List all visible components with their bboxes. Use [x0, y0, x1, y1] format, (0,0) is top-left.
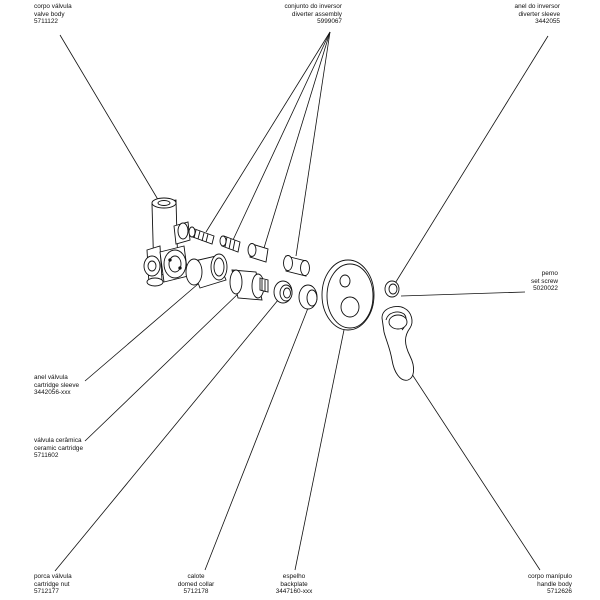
- valve-body-part: [143, 197, 191, 287]
- leader-diverter-3: [263, 31, 331, 249]
- label-diverter-assembly-code: 5999067: [317, 18, 342, 26]
- leader-backplate: [294, 324, 346, 571]
- label-cartridge-sleeve-pt: anel válvula: [34, 374, 68, 381]
- label-diverter-sleeve-en: diverter sleeve: [518, 10, 560, 18]
- label-handle-body-pt: corpo manípulo: [527, 573, 572, 580]
- label-valve-body-pt: corpo válvula: [34, 3, 72, 10]
- label-domed-collar-pt: calote: [187, 573, 205, 580]
- label-ceramic-cartridge-code: 5711602: [34, 452, 59, 460]
- label-cartridge-sleeve-code: 3442056-xxx: [34, 389, 71, 397]
- leader-diverter-2: [232, 31, 331, 241]
- label-backplate: espelho backplate 3447160-xxx: [262, 573, 326, 596]
- label-handle-body-code: 5712626: [547, 588, 572, 596]
- label-diverter-assembly-pt: conjunto do inversor: [284, 3, 342, 10]
- label-ceramic-cartridge: válvula cerâmica ceramic cartridge 57116…: [34, 437, 83, 460]
- label-diverter-sleeve-code: 3442055: [535, 18, 560, 26]
- label-backplate-code: 3447160-xxx: [275, 588, 313, 596]
- leader-diverter-4: [295, 31, 331, 257]
- label-backplate-pt: espelho: [282, 573, 306, 580]
- label-handle-body-en: handle body: [537, 580, 572, 588]
- handle-body-part: [381, 306, 415, 381]
- label-cartridge-nut-code: 5712177: [34, 588, 59, 596]
- label-backplate-en: backplate: [280, 580, 308, 588]
- label-diverter-assembly-en: diverter assembly: [291, 10, 342, 18]
- label-valve-body: corpo válvula valve body 5711122: [34, 3, 72, 26]
- leader-diverter-sleeve: [393, 35, 549, 286]
- leader-valve-body: [59, 34, 164, 209]
- label-set-screw: perno set screw 5020022: [531, 270, 558, 293]
- label-diverter-assembly: conjunto do inversor diverter assembly 5…: [284, 3, 342, 26]
- label-valve-body-code: 5711122: [34, 18, 58, 26]
- cartridge-nut-part: [273, 280, 293, 304]
- diverter-sleeve-part: [384, 280, 400, 298]
- label-ceramic-cartridge-pt: válvula cerâmica: [34, 437, 82, 444]
- label-cartridge-sleeve-en: cartridge sleeve: [34, 381, 80, 389]
- label-cartridge-nut: porca válvula cartridge nut 5712177: [34, 573, 72, 596]
- leader-cartridge-nut: [54, 293, 284, 572]
- label-handle-body: corpo manípulo handle body 5712626: [528, 573, 572, 596]
- label-valve-body-en: valve body: [34, 10, 65, 18]
- label-cartridge-sleeve: anel válvula cartridge sleeve 3442056-xx…: [34, 374, 79, 397]
- label-domed-collar-en: domed collar: [177, 580, 215, 588]
- label-set-screw-pt: perno: [541, 270, 558, 277]
- label-diverter-sleeve-pt: anel do inversor: [514, 3, 560, 10]
- leader-lines: [54, 31, 549, 572]
- label-set-screw-en: set screw: [531, 277, 558, 285]
- leader-cartridge-sleeve: [84, 277, 206, 382]
- diverter-assembly-part: [188, 226, 310, 277]
- label-diverter-sleeve: anel do inversor diverter sleeve 3442055: [515, 3, 560, 26]
- label-cartridge-nut-en: cartridge nut: [34, 580, 70, 588]
- label-domed-collar-code: 5712178: [183, 588, 209, 596]
- cartridge-sleeve-part: [185, 253, 228, 289]
- leader-set-screw: [400, 291, 526, 297]
- backplate-part: [321, 259, 375, 331]
- leader-ceramic-cartridge: [84, 290, 242, 442]
- label-domed-collar: calote domed collar 5712178: [166, 573, 226, 596]
- label-cartridge-nut-pt: porca válvula: [34, 573, 72, 580]
- domed-collar-part: [298, 284, 318, 310]
- label-ceramic-cartridge-en: ceramic cartridge: [34, 444, 84, 452]
- leader-handle-body: [403, 361, 541, 571]
- leader-domed-collar: [204, 302, 311, 571]
- ceramic-cartridge-part: [229, 269, 269, 301]
- label-set-screw-code: 5020022: [533, 285, 558, 293]
- leader-diverter-1: [205, 31, 331, 233]
